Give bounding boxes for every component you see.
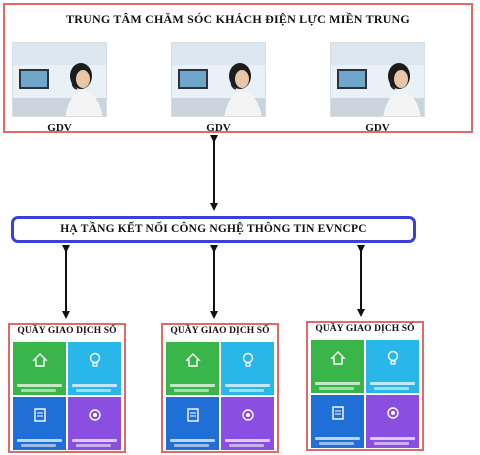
tile-cyan: [366, 340, 419, 393]
document-icon: [331, 406, 344, 420]
tile-green: [311, 340, 364, 393]
counter-tiles: [311, 340, 419, 448]
digital-counter: QUẦY GIAO DỊCH SỐ: [8, 323, 126, 453]
digital-counter: QUẦY GIAO DỊCH SỐ: [306, 321, 424, 451]
tile-green: [166, 342, 219, 395]
home-icon: [184, 353, 201, 367]
lightbulb-icon: [242, 352, 253, 367]
lightbulb-icon: [387, 350, 398, 365]
call-center-box: TRUNG TÂM CHĂM SÓC KHÁCH ĐIỆN LỰC MIỀN T…: [3, 3, 473, 134]
settings-icon: [386, 407, 399, 419]
counter-title: QUẦY GIAO DỊCH SỐ: [315, 324, 415, 334]
agent-label: GDV: [206, 122, 231, 134]
tile-purple: [221, 397, 274, 450]
counter-title: QUẦY GIAO DỊCH SỐ: [17, 326, 117, 336]
agent-photo: [330, 42, 425, 117]
home-icon: [329, 351, 346, 365]
document-icon: [186, 408, 199, 422]
tile-blue: [13, 397, 66, 450]
tile-purple: [68, 397, 121, 450]
agent-label: GDV: [365, 122, 390, 134]
tile-cyan: [221, 342, 274, 395]
document-icon: [33, 408, 46, 422]
counter-tiles: [166, 342, 274, 450]
digital-counter: QUẦY GIAO DỊCH SỐ: [161, 323, 279, 453]
tile-cyan: [68, 342, 121, 395]
tile-blue: [166, 397, 219, 450]
agent-photo: [12, 42, 107, 117]
counter-title: QUẦY GIAO DỊCH SỐ: [170, 326, 270, 336]
lightbulb-icon: [89, 352, 100, 367]
tile-purple: [366, 395, 419, 448]
agent-photo: [171, 42, 266, 117]
call-center-title: TRUNG TÂM CHĂM SÓC KHÁCH ĐIỆN LỰC MIỀN T…: [66, 12, 410, 26]
settings-icon: [241, 409, 254, 421]
infrastructure-label: HẠ TẦNG KẾT NỐI CÔNG NGHỆ THÔNG TIN EVNC…: [60, 223, 367, 235]
tile-blue: [311, 395, 364, 448]
agent-label: GDV: [47, 122, 72, 134]
tile-green: [13, 342, 66, 395]
infrastructure-bar: HẠ TẦNG KẾT NỐI CÔNG NGHỆ THÔNG TIN EVNC…: [11, 216, 416, 243]
settings-icon: [88, 409, 101, 421]
counter-tiles: [13, 342, 121, 450]
home-icon: [31, 353, 48, 367]
